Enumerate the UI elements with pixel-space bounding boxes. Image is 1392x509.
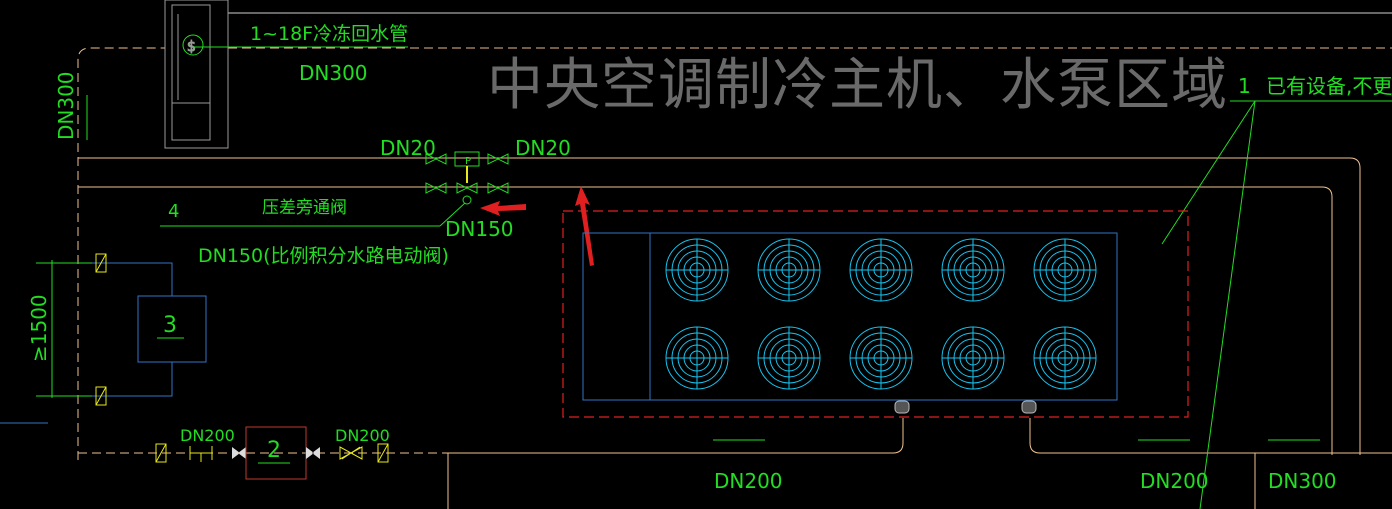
bottom-labels: DN200 DN200 DN300	[713, 439, 1337, 493]
dn300-left-label: DN300	[54, 71, 78, 140]
arrow-left-icon	[480, 201, 526, 216]
lower-valve-icon	[425, 182, 447, 194]
dn300-top-label: DN300	[299, 61, 368, 85]
page-title: 中央空调制冷主机、水泵区域	[487, 53, 1228, 118]
equipment-2-num: 2	[267, 438, 281, 463]
fan-icon	[665, 326, 729, 390]
dn20-right-label: DN20	[515, 136, 571, 160]
valve-icon	[377, 443, 389, 463]
bottom-pipe-mid	[447, 418, 904, 509]
fan-icon	[665, 238, 729, 302]
dn150-desc: DN150(比例积分水路电动阀)	[198, 245, 449, 267]
fan-icon	[941, 238, 1005, 302]
top-dashed-boundary	[77, 47, 165, 460]
dimension-1500	[36, 260, 92, 398]
dn150-label: DN150	[445, 217, 514, 241]
fan-icon	[1033, 326, 1097, 390]
dn200-b-label: DN200	[335, 426, 390, 445]
leader-line-1	[1161, 100, 1256, 245]
fan-icon	[1033, 238, 1097, 302]
check-valve-icon	[339, 446, 363, 460]
pipe-shaft: $	[164, 0, 229, 149]
nozzle-icon	[894, 400, 910, 414]
dn200-bottom-right: DN200	[1140, 469, 1209, 493]
valve-icon-bottom	[95, 386, 107, 406]
supply-pipe-lower	[78, 186, 1333, 455]
actuator-icon	[462, 195, 472, 205]
valve-icon-top	[95, 253, 107, 273]
flow-meter-symbol: $	[187, 39, 196, 55]
pipes	[77, 12, 1392, 509]
valve-slash	[155, 443, 167, 463]
upper-valves	[425, 151, 509, 227]
existing-note: 1 已有设备,不更换	[1161, 74, 1392, 509]
leader-line-2	[1199, 100, 1256, 509]
nozzle-icon	[1021, 400, 1037, 414]
dn200-bottom-mid: DN200	[714, 469, 783, 493]
valve-icon	[155, 443, 167, 463]
valve-icon	[487, 153, 509, 165]
return-pipe-label: 1~18F冷冻回水管	[250, 23, 408, 45]
bypass-valve-assembly: DN20 DN20 P DN150	[380, 136, 571, 241]
fan-icon	[849, 326, 913, 390]
equipment-3-loop	[78, 262, 173, 296]
bypass-num: 4	[168, 201, 179, 222]
bottom-pipe-right	[1029, 418, 1392, 454]
shaft-inner	[171, 4, 211, 141]
fan-icon	[941, 326, 1005, 390]
bypass-name: 压差旁通阀	[262, 198, 347, 218]
fan-icon	[849, 238, 913, 302]
dim-1500-label: ≥1500	[27, 294, 51, 362]
dn200-a-label: DN200	[180, 426, 235, 445]
nozzles	[894, 400, 1037, 414]
bypass-leader	[439, 202, 466, 227]
strainer-icon	[189, 446, 213, 462]
bypass-callout: 4 压差旁通阀 DN150(比例积分水路电动阀)	[160, 198, 449, 267]
return-pipe-label-group: 1~18F冷冻回水管 DN300	[193, 23, 408, 85]
equipment-3-box	[137, 295, 207, 363]
chiller-boundary	[562, 210, 1189, 418]
shaft-outer	[164, 0, 229, 149]
arrow-up-icon	[575, 186, 594, 266]
center-valve-icon	[456, 182, 478, 194]
red-arrows	[480, 186, 594, 266]
equipment-3: 3	[78, 253, 207, 406]
equipment-3-num: 3	[163, 313, 177, 338]
flex-joint-icon	[306, 447, 320, 459]
fan-grid	[665, 238, 1097, 390]
equipment-3-loop-bottom	[78, 362, 173, 397]
existing-text: 已有设备,不更换	[1266, 74, 1392, 98]
chiller-body	[582, 232, 1118, 401]
lower-valve-icon	[487, 182, 509, 194]
existing-num: 1	[1238, 74, 1251, 98]
valve-slash	[377, 443, 389, 463]
flex-joint-icon	[232, 447, 246, 459]
pump-line: DN200 DN200 2	[155, 426, 390, 480]
flow-meter-icon	[182, 34, 204, 56]
dn300-bottom: DN300	[1268, 469, 1337, 493]
fan-icon	[757, 326, 821, 390]
valve-slash	[95, 386, 107, 406]
valve-slash	[95, 253, 107, 273]
fan-icon	[757, 238, 821, 302]
dn20-left-label: DN20	[380, 136, 436, 160]
supply-pipe-upper	[78, 157, 1361, 455]
valve-icon	[425, 153, 447, 165]
valve-p-label: P	[465, 156, 471, 167]
